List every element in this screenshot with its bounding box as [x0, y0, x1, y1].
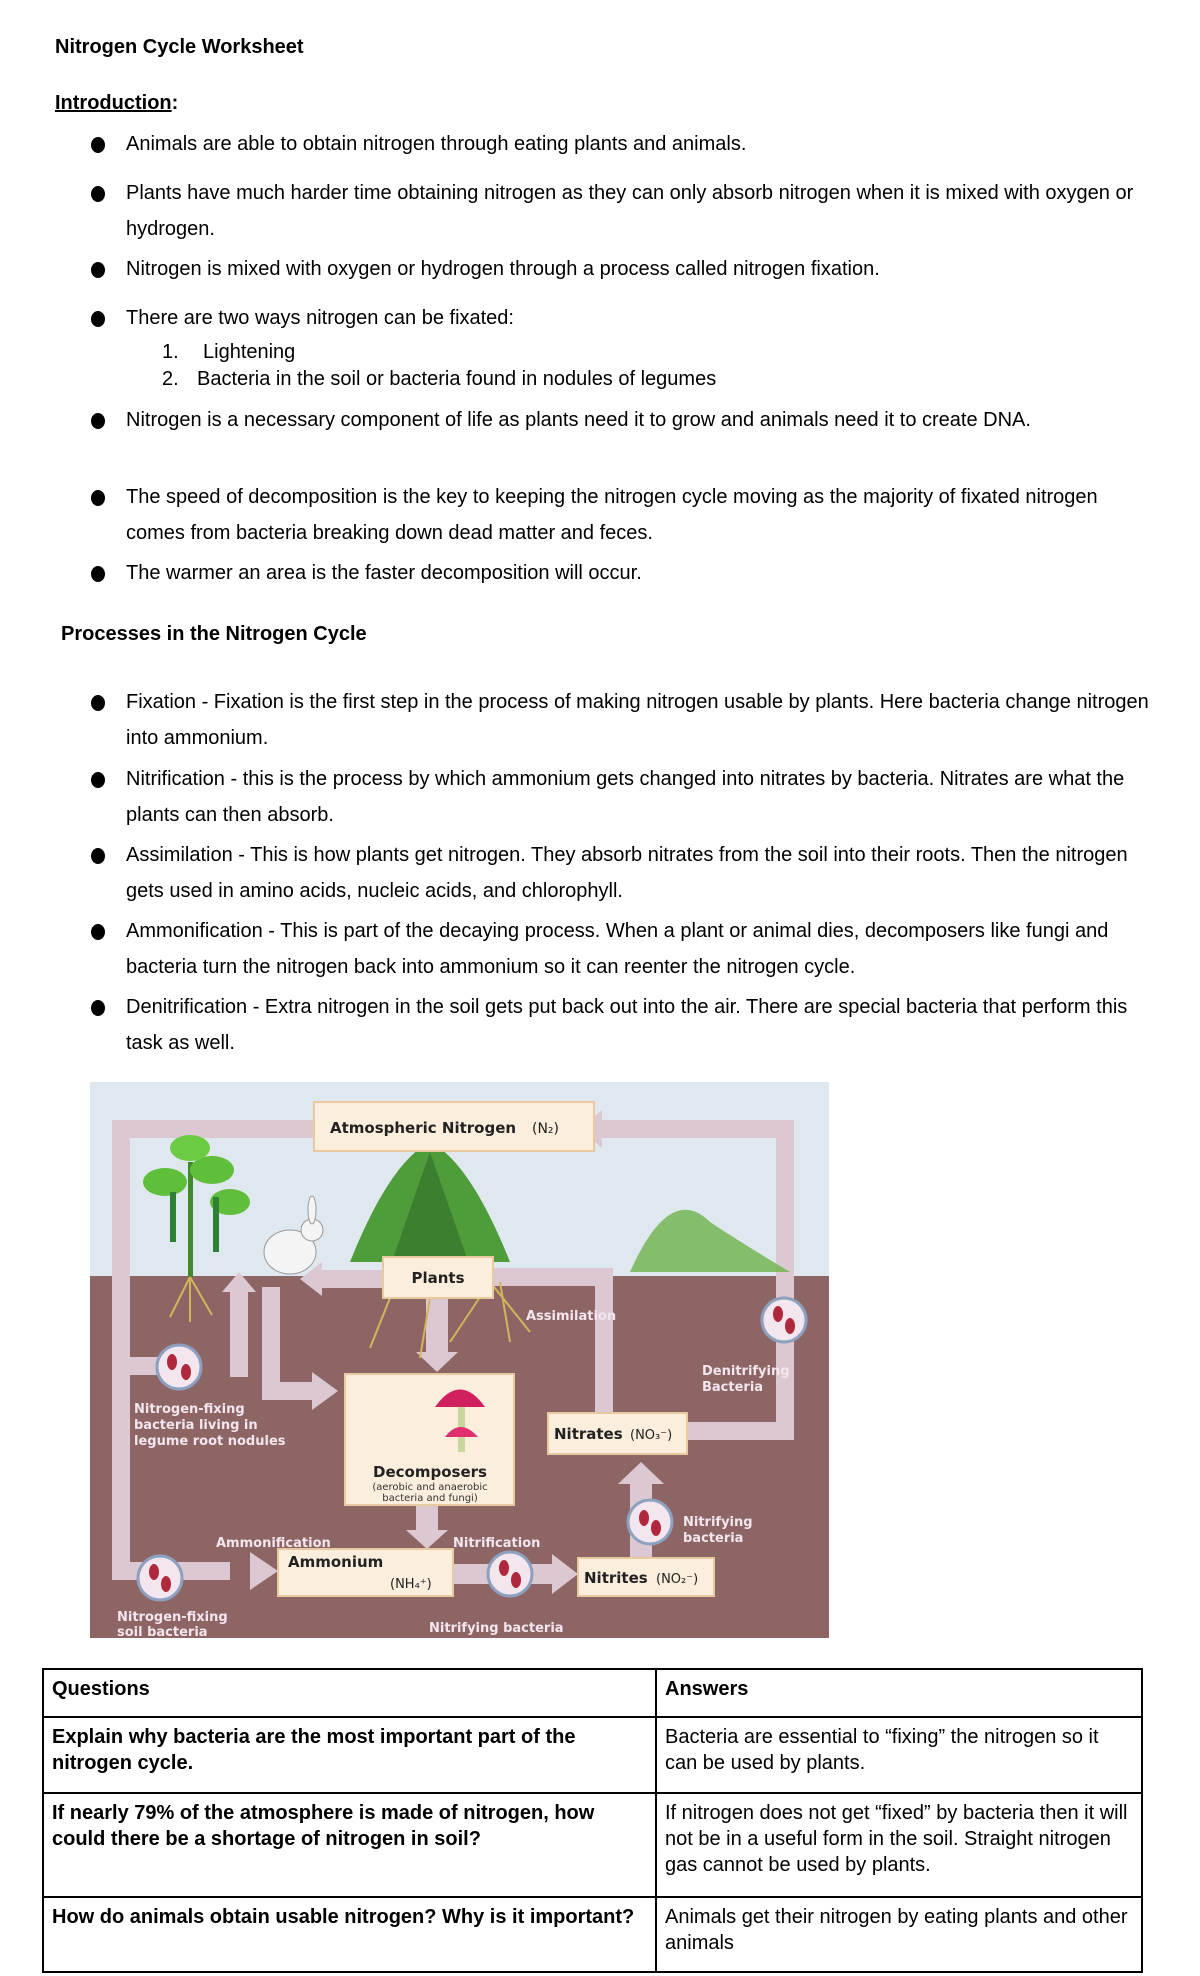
table-header-row: Questions Answers: [42, 1668, 1143, 1718]
nitrites-formula: (NO₂⁻): [656, 1572, 698, 1587]
decomposers-sub: bacteria and fungi): [382, 1493, 478, 1504]
legume-bacteria-label: bacteria living in: [134, 1418, 258, 1433]
list-item: Bacteria in the soil or bacteria found i…: [197, 368, 717, 390]
nitrites-box: [577, 1557, 715, 1597]
soil-bacteria-label: Nitrogen-fixing: [117, 1610, 228, 1625]
answer-cell[interactable]: Animals get their nitrogen by eating pla…: [655, 1896, 1143, 1973]
process-bullet: Nitrification - this is the process by w…: [91, 761, 1156, 833]
nitrites-label: Nitrites: [584, 1569, 648, 1587]
assimilation-label: Assimilation: [526, 1309, 616, 1324]
decomposers-sub: (aerobic and anaerobic: [372, 1482, 487, 1493]
intro-heading: Introduction:: [55, 92, 178, 115]
questions-table: Questions Answers Explain why bacteria a…: [42, 1668, 1143, 1973]
question-cell: Explain why bacteria are the most import…: [42, 1716, 657, 1794]
denitrifying-label: Denitrifying: [702, 1364, 790, 1379]
question-cell: How do animals obtain usable nitrogen? W…: [42, 1896, 657, 1973]
intro-bullet: Animals are able to obtain nitrogen thro…: [91, 126, 1156, 162]
nitrates-box: [547, 1412, 688, 1455]
ammonification-label: Ammonification: [216, 1536, 331, 1551]
list-number: 1.: [162, 341, 179, 363]
answer-cell[interactable]: If nitrogen does not get “fixed” by bact…: [655, 1792, 1143, 1898]
legume-bacteria-label: legume root nodules: [134, 1434, 286, 1449]
intro-bullet: There are two ways nitrogen can be fixat…: [91, 300, 1156, 336]
process-bullet: Fixation - Fixation is the first step in…: [91, 684, 1156, 756]
processes-heading: Processes in the Nitrogen Cycle: [61, 623, 367, 645]
plants-label: Plants: [411, 1269, 464, 1287]
table-row: If nearly 79% of the atmosphere is made …: [42, 1792, 1143, 1898]
atmospheric-nitrogen-formula: (N₂): [532, 1121, 559, 1137]
decomposers-label: Decomposers: [373, 1463, 487, 1481]
nitrification-label: Nitrification: [453, 1536, 540, 1551]
header-answers: Answers: [655, 1668, 1143, 1718]
intro-bullet: The warmer an area is the faster decompo…: [91, 555, 1156, 591]
nitrogen-cycle-diagram: Atmospheric Nitrogen (N₂) Plants Decompo…: [90, 1082, 829, 1638]
list-number: 2.: [162, 368, 179, 390]
process-bullet: Assimilation - This is how plants get ni…: [91, 837, 1156, 909]
denitrifying-label: Bacteria: [702, 1380, 763, 1395]
table-row: How do animals obtain usable nitrogen? W…: [42, 1896, 1143, 1973]
answer-cell[interactable]: Bacteria are essential to “fixing” the n…: [655, 1716, 1143, 1794]
intro-bullet: Plants have much harder time obtaining n…: [91, 175, 1156, 247]
question-cell: If nearly 79% of the atmosphere is made …: [42, 1792, 657, 1898]
process-bullet: Denitrification - Extra nitrogen in the …: [91, 989, 1156, 1061]
intro-bullet: The speed of decomposition is the key to…: [91, 479, 1156, 551]
process-bullet: Ammonification - This is part of the dec…: [91, 913, 1156, 985]
intro-bullet: Nitrogen is mixed with oxygen or hydroge…: [91, 251, 1156, 287]
nitrifying-bacteria-label: bacteria: [683, 1531, 743, 1546]
rabbit: [263, 1195, 324, 1275]
nitrifying-bacteria-label: Nitrifying: [683, 1515, 753, 1530]
nitrates-formula: (NO₃⁻): [630, 1428, 672, 1443]
atmospheric-nitrogen-box: [313, 1101, 595, 1152]
ammonium-label: Ammonium: [288, 1553, 383, 1571]
intro-heading-text: Introduction: [55, 92, 172, 114]
nitrates-label: Nitrates: [554, 1425, 623, 1443]
worksheet-title: Nitrogen Cycle Worksheet: [55, 36, 304, 58]
grass-plants: [350, 1142, 790, 1359]
atmospheric-nitrogen-label: Atmospheric Nitrogen: [330, 1119, 516, 1137]
soil-bacteria-label: soil bacteria: [117, 1625, 208, 1638]
ammonium-formula: (NH₄⁺): [390, 1577, 432, 1592]
legume-bacteria-label: Nitrogen-fixing: [134, 1402, 245, 1417]
intro-colon: :: [171, 92, 179, 114]
list-item: Lightening: [203, 341, 296, 363]
legume-plant: [143, 1135, 250, 1322]
plants-box: [382, 1256, 494, 1299]
nitrifying-bacteria-bottom-label: Nitrifying bacteria: [429, 1621, 564, 1636]
intro-bullet: Nitrogen is a necessary component of lif…: [91, 402, 1156, 438]
ammonium-box: [277, 1548, 454, 1597]
mushroom-icon: [435, 1389, 485, 1452]
decomposers-box: [344, 1373, 515, 1506]
header-questions: Questions: [42, 1668, 657, 1718]
table-row: Explain why bacteria are the most import…: [42, 1716, 1143, 1794]
